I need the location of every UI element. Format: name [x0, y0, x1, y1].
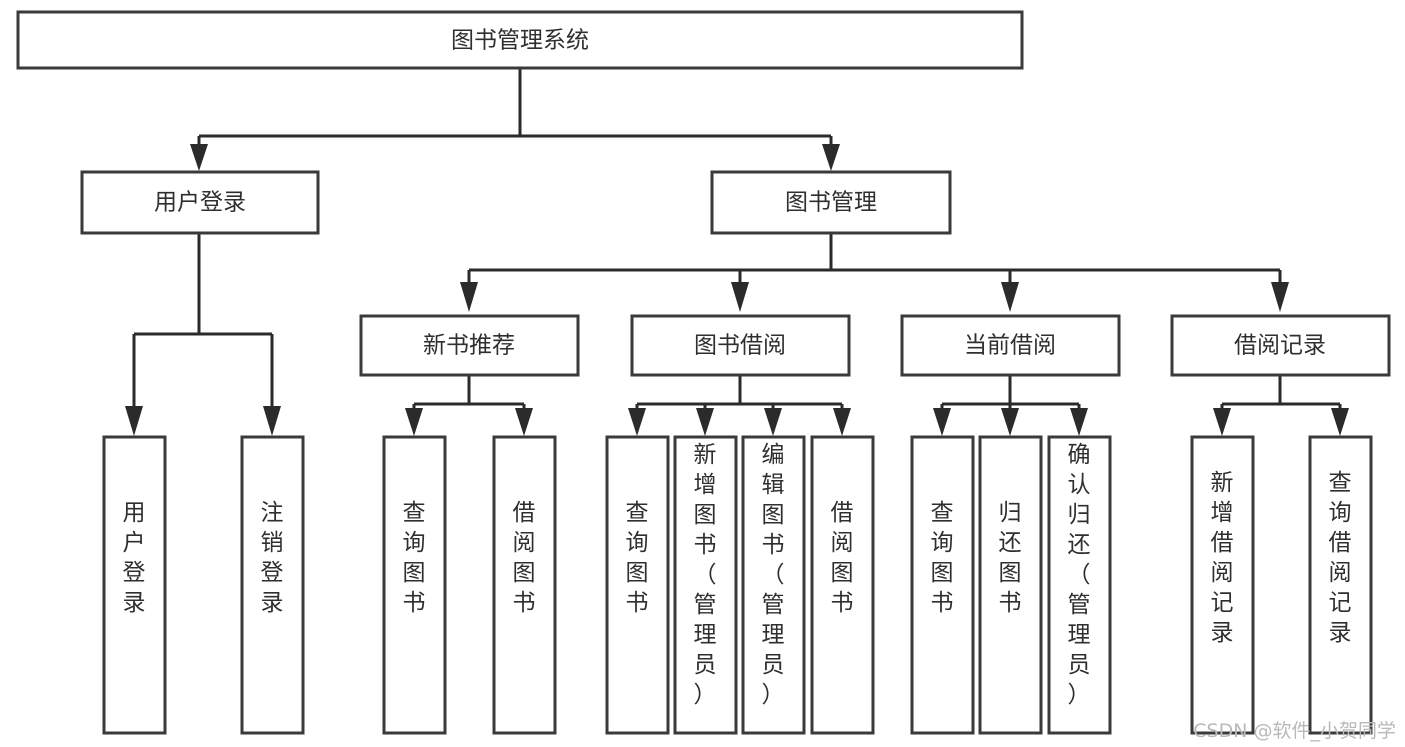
arrowhead-borrowrecord-leaf-1	[1213, 408, 1231, 436]
leaf-node-book-borrow-2-rect[interactable]	[673, 435, 738, 735]
leaf-node-user-login-1-rect[interactable]	[102, 435, 167, 735]
arrowhead-bookmgmt-to-newbook	[460, 282, 478, 312]
node-user-login-rect[interactable]	[80, 170, 320, 235]
leaf-node-current-borrow-2[interactable]: 归还图书	[978, 435, 1043, 735]
arrowhead-currentborrow-leaf-3	[1070, 408, 1088, 436]
arrowhead-currentborrow-leaf-1	[933, 408, 951, 436]
csdn-watermark: CSDN @软件_小贺同学	[1193, 720, 1396, 742]
arrowhead-bookmgmt-to-record	[1271, 282, 1289, 312]
node-root-rect[interactable]	[16, 10, 1024, 70]
node-new-book-recommend[interactable]: 新书推荐	[359, 314, 580, 377]
arrowhead-currentborrow-leaf-2	[1001, 408, 1019, 436]
node-new-book-recommend-label: 新书推荐	[423, 333, 515, 359]
connector-group-book-borrow	[628, 375, 851, 436]
leaf-node-new-book-2-label: 借阅图书	[513, 500, 536, 616]
arrowhead-root-to-bookmgmt	[822, 144, 840, 171]
leaf-node-current-borrow-3-label: 确认归还（管理员）	[1068, 442, 1091, 708]
leaf-node-current-borrow-1[interactable]: 查询图书	[910, 435, 975, 735]
node-book-borrow-rect[interactable]	[630, 314, 851, 377]
leaf-node-book-borrow-1[interactable]: 查询图书	[605, 435, 670, 735]
leaf-node-book-borrow-1-label: 查询图书	[626, 500, 649, 616]
leaf-node-user-login-1-label: 用户登录	[123, 500, 146, 616]
leaf-node-book-borrow-4[interactable]: 借阅图书	[810, 435, 875, 735]
leaf-node-user-login-1[interactable]: 用户登录	[102, 435, 167, 735]
arrowhead-newbook-leaf-2	[515, 408, 533, 436]
leaf-node-borrow-record-2[interactable]: 查询借阅记录	[1308, 435, 1373, 735]
leaf-node-current-borrow-3-rect[interactable]	[1047, 435, 1112, 735]
leaf-node-book-borrow-4-label: 借阅图书	[831, 500, 854, 616]
node-current-borrow[interactable]: 当前借阅	[900, 314, 1121, 377]
leaf-node-user-login-2[interactable]: 注销登录	[240, 435, 305, 735]
leaf-node-book-borrow-2[interactable]: 新增图书（管理员）	[673, 435, 738, 735]
arrowhead-bookborrow-leaf-4	[833, 408, 851, 436]
leaf-node-new-book-2[interactable]: 借阅图书	[492, 435, 557, 735]
leaf-node-current-borrow-1-rect[interactable]	[910, 435, 975, 735]
connector-group-borrow-record	[1213, 375, 1349, 436]
node-book-borrow[interactable]: 图书借阅	[630, 314, 851, 377]
arrowhead-root-to-userlogin	[190, 144, 208, 171]
node-book-management-rect[interactable]	[710, 170, 952, 235]
node-new-book-recommend-rect[interactable]	[359, 314, 580, 377]
leaf-node-book-borrow-3[interactable]: 编辑图书（管理员）	[741, 435, 806, 735]
leaf-node-borrow-record-1-label: 新增借阅记录	[1211, 470, 1234, 646]
leaf-node-book-borrow-2-label: 新增图书（管理员）	[694, 442, 717, 708]
node-borrow-record-label: 借阅记录	[1234, 333, 1326, 359]
leaf-node-book-borrow-3-label: 编辑图书（管理员）	[762, 442, 785, 708]
leaf-node-borrow-record-2-rect[interactable]	[1308, 435, 1373, 735]
leaf-node-new-book-1[interactable]: 查询图书	[382, 435, 447, 735]
leaf-node-user-login-2-label: 注销登录	[261, 500, 284, 616]
arrowhead-bookborrow-leaf-2	[696, 408, 714, 436]
arrowhead-userlogin-leaf-1	[125, 406, 143, 436]
leaf-node-borrow-record-1[interactable]: 新增借阅记录	[1190, 435, 1255, 735]
node-book-management-label: 图书管理	[785, 190, 877, 216]
arrowhead-newbook-leaf-1	[405, 408, 423, 436]
leaf-node-new-book-1-rect[interactable]	[382, 435, 447, 735]
arrowhead-borrowrecord-leaf-2	[1331, 408, 1349, 436]
arrowhead-userlogin-leaf-2	[263, 406, 281, 436]
connector-group-new-book	[405, 375, 533, 436]
leaf-node-book-borrow-3-rect[interactable]	[741, 435, 806, 735]
node-root-label: 图书管理系统	[451, 28, 589, 54]
leaf-node-new-book-1-label: 查询图书	[403, 500, 426, 616]
node-current-borrow-label: 当前借阅	[964, 333, 1056, 359]
leaf-node-current-borrow-1-label: 查询图书	[931, 500, 954, 616]
connector-group-user-login	[125, 233, 281, 436]
node-book-management[interactable]: 图书管理	[710, 170, 952, 235]
connector-group-root	[190, 68, 840, 171]
leaf-node-current-borrow-3[interactable]: 确认归还（管理员）	[1047, 435, 1112, 735]
leaf-node-borrow-record-1-rect[interactable]	[1190, 435, 1255, 735]
arrowhead-bookborrow-leaf-3	[764, 408, 782, 436]
leaf-node-current-borrow-2-label: 归还图书	[999, 500, 1022, 616]
leaf-node-book-borrow-1-rect[interactable]	[605, 435, 670, 735]
arrowhead-bookmgmt-to-borrow	[731, 282, 749, 312]
node-borrow-record[interactable]: 借阅记录	[1170, 314, 1391, 377]
node-user-login-label: 用户登录	[154, 190, 246, 216]
leaf-node-current-borrow-2-rect[interactable]	[978, 435, 1043, 735]
node-borrow-record-rect[interactable]	[1170, 314, 1391, 377]
node-current-borrow-rect[interactable]	[900, 314, 1121, 377]
leaf-node-borrow-record-2-label: 查询借阅记录	[1329, 470, 1352, 646]
node-user-login[interactable]: 用户登录	[80, 170, 320, 235]
node-root[interactable]: 图书管理系统	[16, 10, 1024, 70]
connector-group-current-borrow	[933, 375, 1088, 436]
leaf-node-book-borrow-4-rect[interactable]	[810, 435, 875, 735]
node-book-borrow-label: 图书借阅	[694, 333, 786, 359]
arrowhead-bookborrow-leaf-1	[628, 408, 646, 436]
arrowhead-bookmgmt-to-current	[1001, 282, 1019, 312]
leaf-node-new-book-2-rect[interactable]	[492, 435, 557, 735]
leaf-node-user-login-2-rect[interactable]	[240, 435, 305, 735]
connector-group-book-mgmt	[460, 233, 1289, 312]
